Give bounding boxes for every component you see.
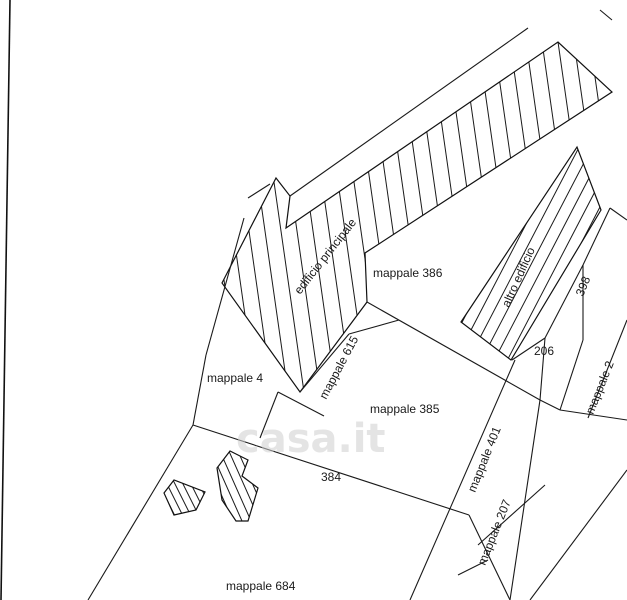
hatch-line (222, 42, 261, 392)
hatch-line (483, 147, 601, 360)
hatch-line (423, 42, 485, 392)
label-other-building: altro edificio (499, 245, 538, 309)
hatch-line (152, 0, 212, 420)
hatch-line (461, 147, 576, 360)
label-mappale-615: mappale 615 (316, 333, 361, 401)
hatch-line (199, 480, 205, 515)
hatch-line (470, 147, 601, 360)
hatch-line (247, 42, 309, 392)
hatch-line (120, 0, 180, 420)
label-mappale-4: mappale 4 (207, 371, 263, 385)
hatch-line (183, 480, 205, 515)
label-206: 206 (534, 344, 554, 358)
hatch-line (164, 480, 191, 515)
hatch-line (407, 42, 469, 392)
parcel-boundary (289, 27, 529, 197)
hatch-line (217, 451, 238, 521)
hatch-line (276, 130, 406, 380)
hatch-line (461, 147, 472, 360)
label-mappale-401: mappale 401 (465, 424, 504, 494)
hatch-line (439, 42, 501, 392)
hatch-line (217, 451, 220, 521)
label-mappale-386: mappale 386 (373, 266, 443, 280)
hatch-line (164, 480, 167, 515)
hatch-line (222, 42, 277, 392)
label-mappale-207: mappale 207 (475, 497, 514, 567)
hatch-line (167, 480, 199, 515)
hatch-line (391, 42, 453, 392)
map-frame-left (0, 0, 11, 600)
hatch-line (222, 42, 245, 392)
hatch-line (217, 451, 229, 521)
hatch-line (551, 42, 612, 392)
hatch-line (496, 147, 601, 360)
label-384: 384 (321, 470, 341, 484)
hatch-line (616, 0, 627, 420)
label-mappale-2-edge: mappale 2 (583, 359, 617, 417)
hatch-line (250, 130, 380, 380)
parcel-boundary (599, 9, 613, 21)
hatch-line (279, 42, 341, 392)
label-mappale-684: mappale 684 (226, 579, 296, 593)
hatch-line (583, 42, 612, 392)
hatch-line (359, 42, 421, 392)
hatch-line (128, 470, 158, 530)
watermark: casa.it (236, 416, 386, 462)
hatch-line (375, 42, 437, 392)
hatch-line (471, 42, 533, 392)
hatch-line (231, 42, 293, 392)
hatch-line (217, 451, 247, 521)
hatch-line (263, 42, 325, 392)
hatch-line (343, 42, 405, 392)
hatch-line (191, 480, 205, 515)
small-structure (128, 470, 206, 530)
label-mappale-385: mappale 385 (370, 402, 440, 416)
parcel-boundaries (87, 207, 627, 600)
hatch-line (222, 42, 229, 392)
hatch-line (175, 480, 205, 515)
hatch-line (136, 0, 196, 420)
